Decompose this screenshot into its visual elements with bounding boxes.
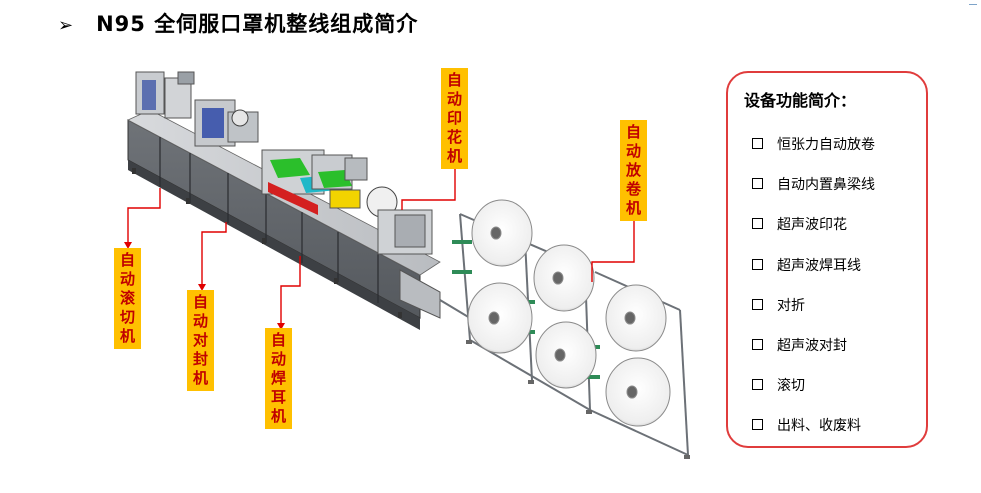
label-auto-unwinder: 自动放卷机: [620, 120, 647, 221]
list-item-label: 超声波印花: [777, 214, 847, 234]
list-item-label: 出料、收废料: [777, 415, 861, 435]
checkbox-icon: [752, 138, 763, 149]
label-auto-ear-welder: 自动焊耳机: [265, 328, 292, 429]
list-item-label: 超声波焊耳线: [777, 255, 861, 275]
list-item: 出料、收废料: [752, 415, 875, 455]
list-item-label: 滚切: [777, 375, 805, 395]
list-item: 超声波对封: [752, 335, 875, 375]
checkbox-icon: [752, 339, 763, 350]
list-item: 恒张力自动放卷: [752, 134, 875, 174]
list-item: 超声波印花: [752, 214, 875, 254]
list-item: 超声波焊耳线: [752, 255, 875, 295]
list-item-label: 自动内置鼻梁线: [777, 174, 875, 194]
checkbox-icon: [752, 259, 763, 270]
label-auto-printer: 自动印花机: [441, 68, 468, 169]
function-list: 恒张力自动放卷 自动内置鼻梁线 超声波印花 超声波焊耳线 对折 超声波对封 滚切…: [752, 134, 875, 456]
panel-title: 设备功能简介：: [744, 87, 856, 111]
checkbox-icon: [752, 299, 763, 310]
list-item-label: 恒张力自动放卷: [777, 134, 875, 154]
list-item-label: 超声波对封: [777, 335, 847, 355]
checkbox-icon: [752, 218, 763, 229]
list-item: 对折: [752, 295, 875, 335]
label-auto-roller-cutter: 自动滚切机: [114, 248, 141, 349]
list-item: 滚切: [752, 375, 875, 415]
material-rolls: [468, 200, 670, 426]
checkbox-icon: [752, 379, 763, 390]
checkbox-icon: [752, 178, 763, 189]
function-panel: 设备功能简介： 恒张力自动放卷 自动内置鼻梁线 超声波印花 超声波焊耳线 对折 …: [726, 71, 928, 448]
label-auto-sealer: 自动对封机: [187, 290, 214, 391]
checkbox-icon: [752, 419, 763, 430]
list-item: 自动内置鼻梁线: [752, 174, 875, 214]
list-item-label: 对折: [777, 295, 805, 315]
